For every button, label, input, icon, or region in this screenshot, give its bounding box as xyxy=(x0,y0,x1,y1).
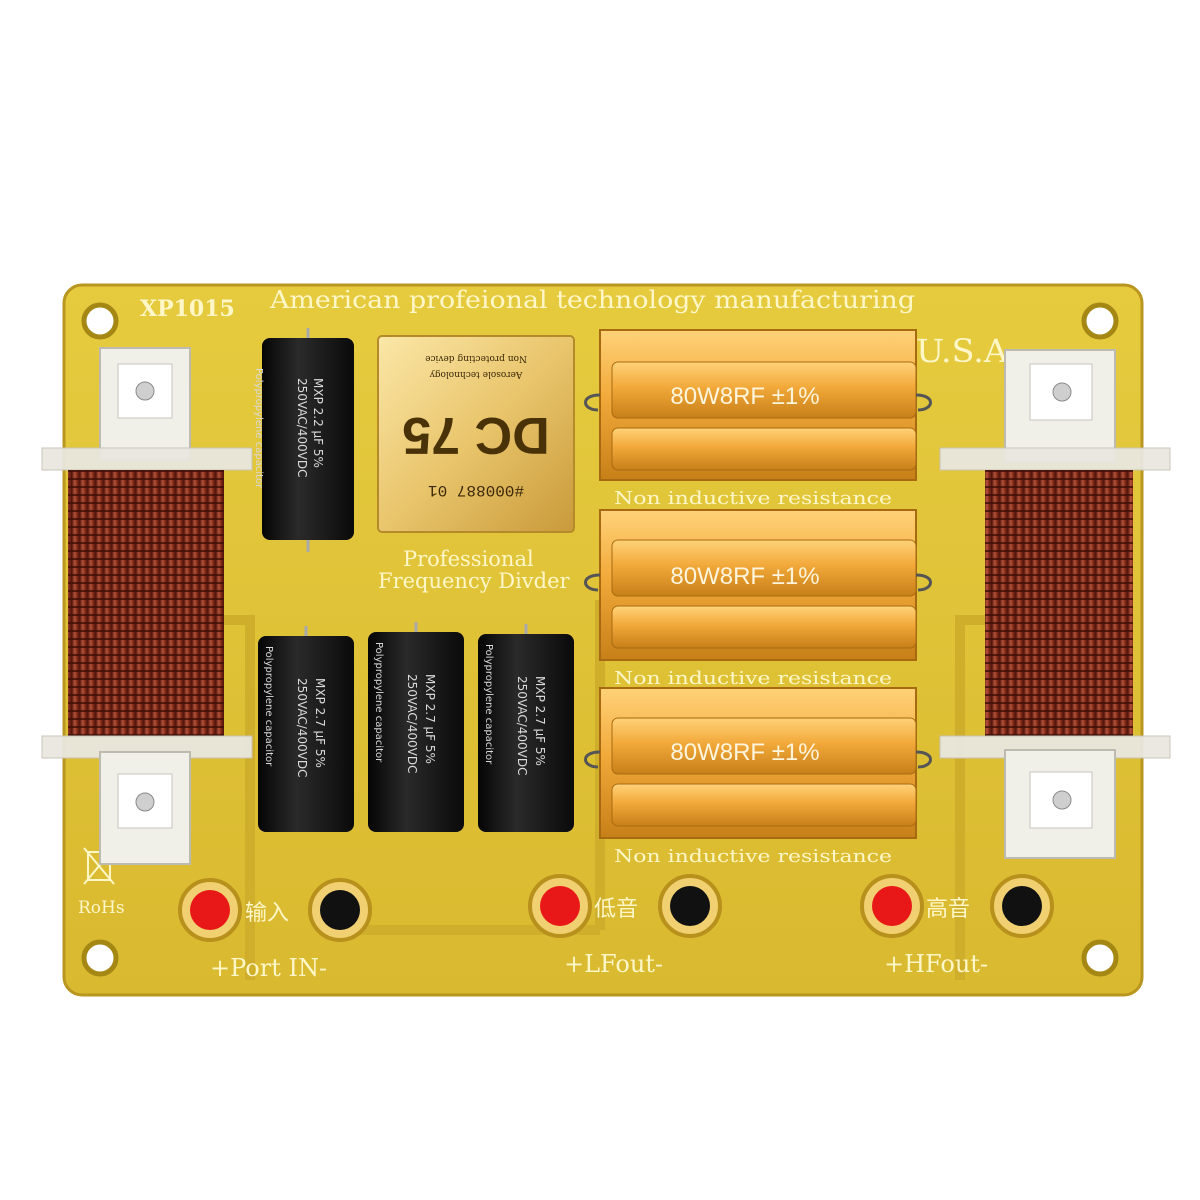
resistor-caption: Non inductive resistance xyxy=(614,488,892,509)
protection-device-subline: Aerosole technology xyxy=(429,369,524,379)
mounting-hole xyxy=(1081,302,1119,340)
terminal-label: +LFout- xyxy=(564,950,663,978)
resistor: 80W8RF ±1% xyxy=(584,687,932,839)
svg-text:Polypropylene capacitor: Polypropylene capacitor xyxy=(253,368,264,489)
svg-text:250VAC/400VDC: 250VAC/400VDC xyxy=(405,674,419,774)
rohs-label: RoHs xyxy=(78,898,125,918)
svg-text:输入: 输入 xyxy=(245,901,289,926)
svg-text:MXP 2.7 μF 5%: MXP 2.7 μF 5% xyxy=(423,674,437,764)
terminal-label: +Port IN- xyxy=(210,954,327,982)
svg-text:250VAC/400VDC: 250VAC/400VDC xyxy=(295,678,309,778)
svg-text:80W8RF ±1%: 80W8RF ±1% xyxy=(670,383,819,410)
resistor-caption: Non inductive resistance xyxy=(614,668,892,689)
svg-text:250VAC/400VDC: 250VAC/400VDC xyxy=(295,378,309,478)
resistor-caption: Non inductive resistance xyxy=(614,846,892,867)
mounting-hole xyxy=(1081,939,1119,977)
caption-professional: Professional xyxy=(403,547,534,571)
svg-text:250VAC/400VDC: 250VAC/400VDC xyxy=(515,676,529,776)
board-headline: American profeional technology manufactu… xyxy=(269,286,915,314)
resistor: 80W8RF ±1% xyxy=(584,329,932,481)
terminal-lf-out: 低音 +LFout- xyxy=(528,874,722,978)
country-mark: U.S.A xyxy=(916,332,1009,370)
protection-device-serial: #000887 01 xyxy=(428,481,524,499)
svg-text:MXP 2.7 μF 5%: MXP 2.7 μF 5% xyxy=(533,676,547,766)
mounting-hole xyxy=(81,939,119,977)
svg-text:MXP 2.2 μF 5%: MXP 2.2 μF 5% xyxy=(311,378,325,468)
caption-frequency-divider: Frequency Divder xyxy=(378,569,571,593)
svg-text:Polypropylene capacitor: Polypropylene capacitor xyxy=(263,646,274,767)
inductor-right xyxy=(939,349,1171,859)
svg-text:80W8RF ±1%: 80W8RF ±1% xyxy=(670,739,819,766)
capacitor: MXP 2.7 μF 5% 250VAC/400VDC Polypropylen… xyxy=(258,626,354,832)
capacitor: MXP 2.2 μF 5% 250VAC/400VDC Polypropylen… xyxy=(253,328,354,552)
svg-text:Polypropylene capacitor: Polypropylene capacitor xyxy=(373,642,384,763)
model-label: XP1015 xyxy=(140,296,235,322)
terminal-label: +HFout- xyxy=(884,950,988,978)
svg-text:80W8RF ±1%: 80W8RF ±1% xyxy=(670,563,819,590)
terminal-hf-out: 高音 +HFout- xyxy=(860,874,1054,978)
resistor: 80W8RF ±1% xyxy=(584,509,932,661)
terminal-port-in: 输入 +Port IN- xyxy=(178,878,372,982)
capacitor: MXP 2.7 μF 5% 250VAC/400VDC Polypropylen… xyxy=(478,624,574,832)
svg-text:低音: 低音 xyxy=(594,897,638,922)
svg-text:MXP 2.7 μF 5%: MXP 2.7 μF 5% xyxy=(313,678,327,768)
svg-text:Polypropylene capacitor: Polypropylene capacitor xyxy=(483,644,494,765)
protection-device-subline: Non protecting device xyxy=(425,353,527,363)
capacitor: MXP 2.7 μF 5% 250VAC/400VDC Polypropylen… xyxy=(368,622,464,832)
inductor-left xyxy=(41,347,253,865)
mounting-hole xyxy=(81,302,119,340)
svg-text:高音: 高音 xyxy=(926,897,970,922)
protection-device-label: DC 75 xyxy=(402,406,549,464)
protection-device: DC 75 #000887 01 Aerosole technology Non… xyxy=(377,335,575,533)
